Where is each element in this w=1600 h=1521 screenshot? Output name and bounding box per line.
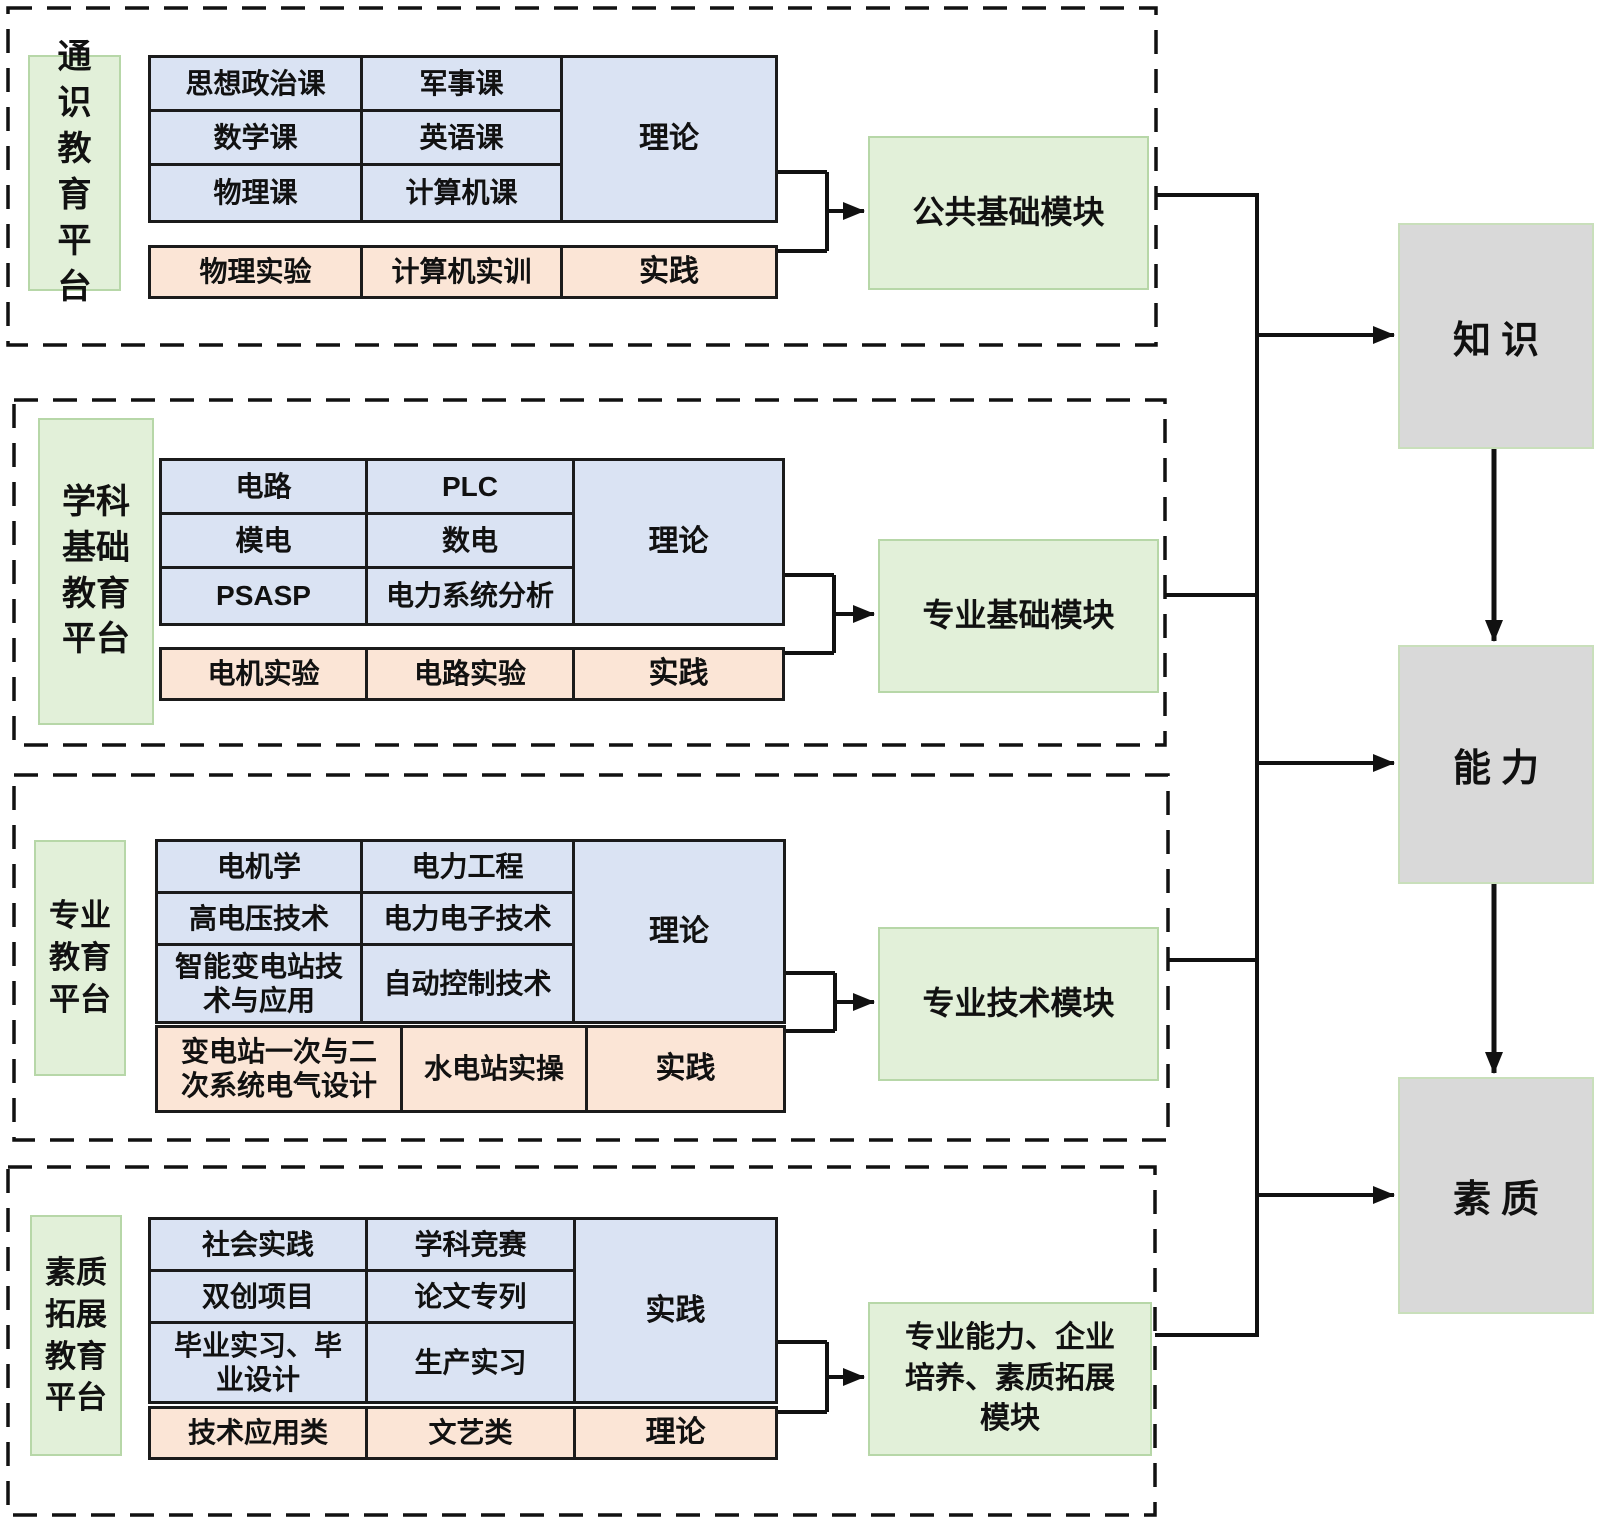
course-cell: 毕业实习、毕 业设计: [151, 1324, 368, 1401]
course-cell: 思想政治课: [151, 58, 363, 112]
platform-label-discipline-foundation: 学科 基础 教育 平台: [38, 418, 154, 725]
practice-row-general: 物理实验 计算机实训 实践: [148, 245, 778, 299]
course-grid-professional-theory: 电机学 电力工程 理论 高电压技术 电力电子技术 智能变电站技 术与应用 自动控…: [155, 839, 786, 1024]
course-grid-quality-practice: 社会实践 学科竞赛 实践 双创项目 论文专列 毕业实习、毕 业设计 生产实习: [148, 1217, 778, 1404]
course-cell: 社会实践: [151, 1220, 368, 1272]
grid-side-label-practice: 实践: [588, 1028, 783, 1110]
course-cell: 电机实验: [162, 650, 368, 698]
course-cell: 计算机实训: [363, 248, 563, 296]
platform-label-general-education: 通 识 教 育 平 台: [28, 38, 121, 306]
course-cell: 物理课: [151, 166, 363, 220]
course-cell: 电力电子技术: [363, 894, 575, 946]
module-professional-foundation: 专业基础模块: [878, 539, 1159, 693]
course-cell: 数学课: [151, 112, 363, 166]
bracket-connector-4: [772, 1340, 865, 1414]
practice-row-quality: 技术应用类 文艺类 理论: [148, 1406, 778, 1460]
course-cell: 电路: [162, 461, 368, 515]
course-cell: 变电站一次与二 次系统电气设计: [158, 1028, 403, 1110]
module-ability-enterprise-quality: 专业能力、企业 培养、素质拓展 模块: [868, 1302, 1152, 1456]
module-professional-technology: 专业技术模块: [878, 927, 1159, 1081]
course-cell: 生产实习: [368, 1324, 576, 1401]
course-cell: 英语课: [363, 112, 563, 166]
course-cell: 电机学: [158, 842, 363, 894]
grid-side-label-theory: 理论: [576, 1409, 775, 1457]
outcome-ability: 能力: [1398, 645, 1594, 884]
outcome-quality: 素质: [1398, 1077, 1594, 1314]
platform-label-professional-education: 专业 教育 平台: [34, 840, 126, 1076]
course-cell: 模电: [162, 515, 368, 569]
grid-side-label-theory: 理论: [575, 842, 783, 1021]
course-cell: 智能变电站技 术与应用: [158, 946, 363, 1021]
course-cell: 军事课: [363, 58, 563, 112]
course-cell: PSASP: [162, 569, 368, 623]
grid-side-label-theory: 理论: [563, 58, 775, 220]
bracket-connector-1: [772, 170, 865, 253]
course-cell: 文艺类: [368, 1409, 576, 1457]
grid-side-label-practice: 实践: [576, 1220, 775, 1401]
course-cell: 论文专列: [368, 1272, 576, 1324]
section-2-border: [12, 398, 1167, 747]
course-cell: 电力系统分析: [368, 569, 575, 623]
course-cell: 数电: [368, 515, 575, 569]
course-grid-general-theory: 思想政治课 军事课 理论 数学课 英语课 物理课 计算机课: [148, 55, 778, 223]
platform-label-quality-development: 素质 拓展 教育 平台: [30, 1215, 122, 1456]
course-cell: 技术应用类: [151, 1409, 368, 1457]
bracket-connector-2: [779, 573, 875, 655]
section-4-border: [6, 1165, 1157, 1517]
course-cell: 电力工程: [363, 842, 575, 894]
section-3-border: [12, 773, 1170, 1142]
bracket-connector-3: [780, 971, 875, 1033]
course-cell: 高电压技术: [158, 894, 363, 946]
course-cell: 电路实验: [368, 650, 575, 698]
course-cell: 学科竞赛: [368, 1220, 576, 1272]
course-grid-discipline-theory: 电路 PLC 理论 模电 数电 PSASP 电力系统分析: [159, 458, 785, 626]
module-public-foundation: 公共基础模块: [868, 136, 1149, 290]
grid-side-label-practice: 实践: [563, 248, 775, 296]
course-cell: 双创项目: [151, 1272, 368, 1324]
course-cell: 计算机课: [363, 166, 563, 220]
course-cell: 物理实验: [151, 248, 363, 296]
course-cell: 水电站实操: [403, 1028, 588, 1110]
practice-row-professional: 变电站一次与二 次系统电气设计 水电站实操 实践: [155, 1025, 786, 1113]
grid-side-label-theory: 理论: [575, 461, 782, 623]
practice-row-discipline: 电机实验 电路实验 实践: [159, 647, 785, 701]
trunk-connectors: [1155, 193, 1257, 1337]
outcome-knowledge: 知识: [1398, 223, 1594, 449]
grid-side-label-practice: 实践: [575, 650, 782, 698]
course-cell: PLC: [368, 461, 575, 515]
course-cell: 自动控制技术: [363, 946, 575, 1021]
